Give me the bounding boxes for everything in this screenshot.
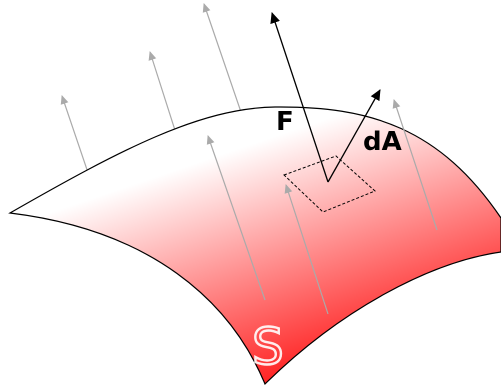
field-line	[392, 99, 438, 231]
field-line	[206, 135, 266, 301]
area-vector-arrow	[327, 89, 381, 183]
area-element-label: dA	[363, 127, 402, 157]
force-vector-arrow	[270, 12, 329, 183]
foreground-field-lines	[206, 99, 438, 315]
surface-s	[8, 106, 501, 386]
area-element-patch	[283, 155, 376, 213]
field-line	[284, 184, 329, 315]
surface-label: S	[252, 318, 284, 376]
force-label: F	[276, 107, 294, 137]
